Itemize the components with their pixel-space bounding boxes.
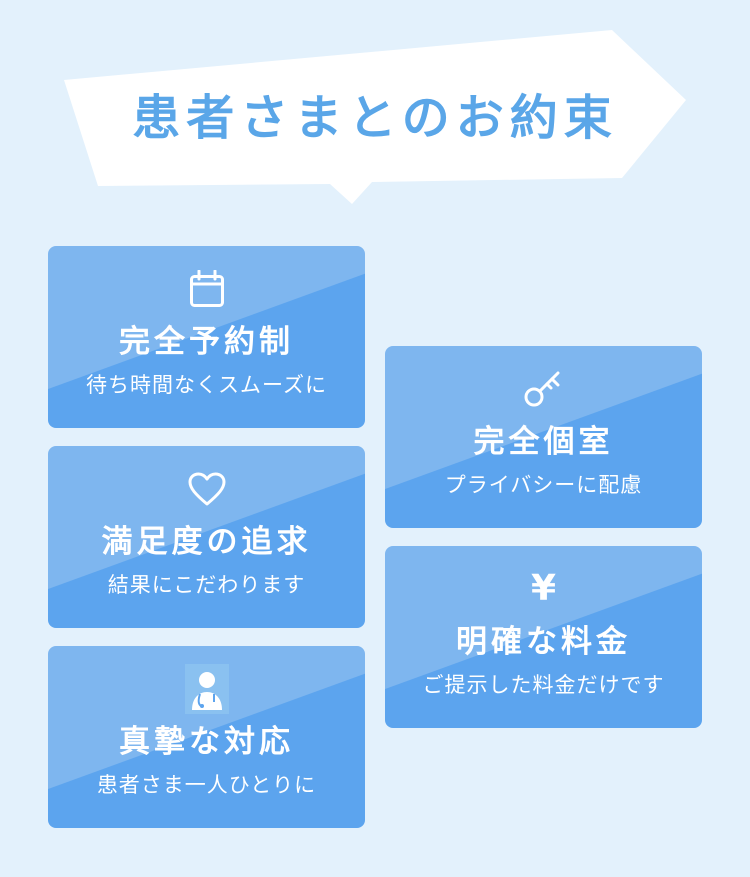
yen-icon: ¥ <box>530 568 557 609</box>
card-subtitle: 結果にこだわります <box>107 573 306 597</box>
card-title: 完全予約制 <box>119 324 294 360</box>
speech-bubble-shape <box>64 30 686 204</box>
card-title: 満足度の追求 <box>101 524 312 560</box>
card-subtitle: 待ち時間なくスムーズに <box>86 373 327 397</box>
card-title: 完全個室 <box>473 424 614 460</box>
doctor-icon <box>48 664 365 714</box>
heart-icon <box>48 468 365 510</box>
feature-card-sincere-care: 真摯な対応 患者さま一人ひとりに <box>48 646 365 828</box>
calendar-icon <box>48 268 365 310</box>
card-title: 明確な料金 <box>456 624 631 660</box>
feature-card-reservation: 完全予約制 待ち時間なくスムーズに <box>48 246 365 428</box>
card-subtitle: ご提示した料金だけです <box>422 673 665 697</box>
card-title: 真摯な対応 <box>119 724 294 760</box>
page-title: 患者さまとのお約束 <box>132 90 618 146</box>
feature-card-satisfaction: 満足度の追求 結果にこだわります <box>48 446 365 628</box>
feature-card-private-room: 完全個室 プライバシーに配慮 <box>385 346 702 528</box>
key-icon <box>385 368 702 410</box>
card-subtitle: プライバシーに配慮 <box>444 473 643 497</box>
feature-card-clear-pricing: ¥ 明確な料金 ご提示した料金だけです <box>385 546 702 728</box>
header-banner: 患者さまとのお約束 <box>0 0 750 220</box>
card-subtitle: 患者さま一人ひとりに <box>96 773 317 797</box>
